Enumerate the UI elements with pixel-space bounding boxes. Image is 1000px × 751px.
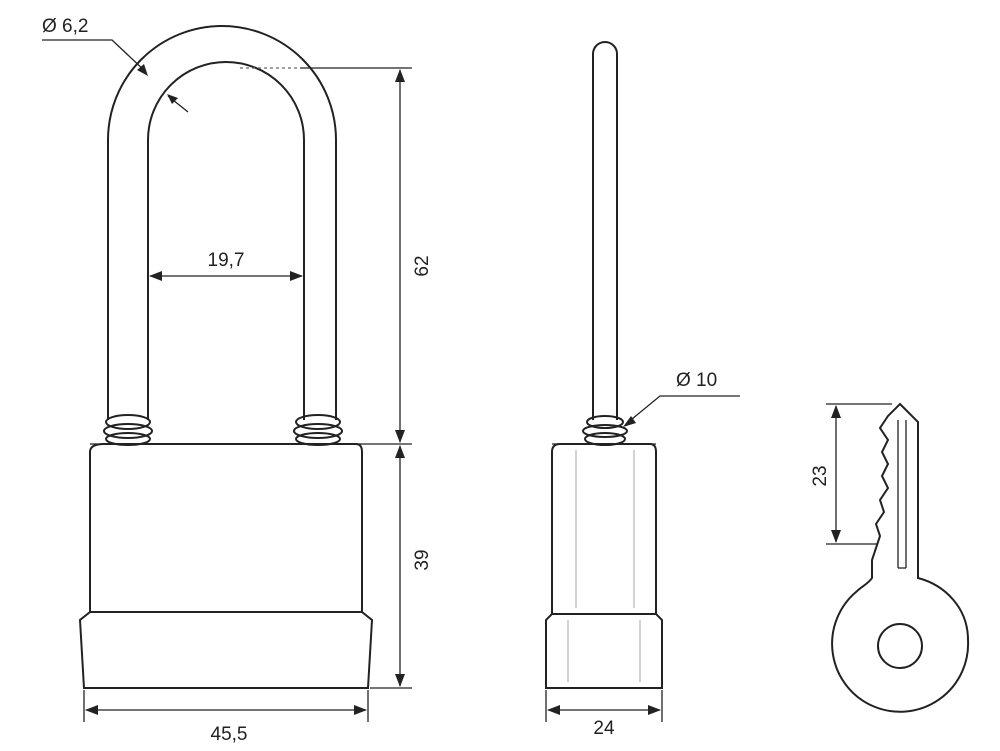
dimension-label-side-depth: 24: [593, 718, 615, 739]
dimension-side-depth: 24: [545, 690, 663, 739]
key: [831, 402, 970, 713]
dimension-label-shackle-inner-width: 19,7: [208, 250, 245, 271]
dimension-body-height: 39: [370, 445, 433, 689]
dimension-side-shackle-diameter: Ø 10: [623, 370, 740, 427]
dimension-label-key-bit-length: 23: [810, 465, 831, 486]
front-collar-left: [103, 414, 153, 446]
dimension-body-width: 45,5: [83, 690, 369, 745]
side-shackle: [592, 41, 618, 420]
key-hole: [877, 623, 923, 669]
key-outline: [831, 402, 970, 713]
dimension-shackle-height: 62: [240, 67, 433, 445]
dimension-label-side-shackle-diameter: Ø 10: [676, 370, 717, 391]
dimension-key-bit-length: 23: [810, 403, 892, 545]
front-shackle: [107, 25, 337, 420]
front-view: [78, 25, 374, 689]
side-body: [545, 443, 663, 689]
side-collar: [582, 415, 628, 446]
side-view: [545, 41, 663, 689]
dimension-label-shackle-wire-diameter: Ø 6,2: [42, 16, 88, 37]
dimension-label-body-height: 39: [412, 549, 433, 570]
dimension-shackle-wire-diameter: Ø 6,2: [42, 16, 189, 113]
front-collar-right: [293, 414, 343, 446]
dimension-label-body-width: 45,5: [211, 724, 248, 745]
dimension-label-shackle-height: 62: [412, 255, 433, 276]
front-body: [78, 443, 374, 689]
dimension-shackle-inner-width: 19,7: [149, 250, 303, 281]
